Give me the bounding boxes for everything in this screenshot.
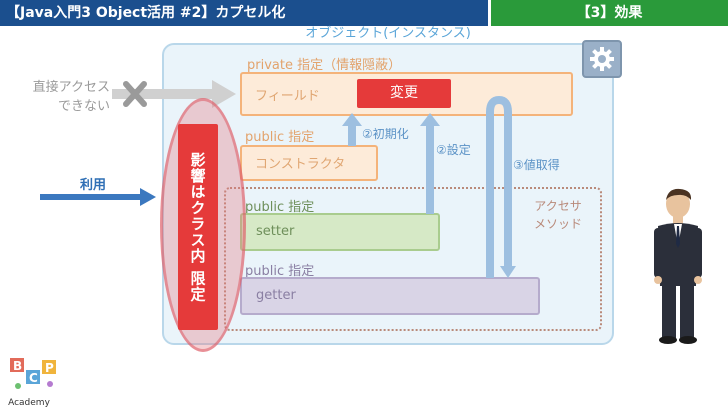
- step-get-label: ③値取得: [513, 158, 560, 172]
- step-set-label: ②設定: [436, 143, 471, 157]
- logo-letter-p: P: [45, 361, 54, 375]
- field-label: フィールド: [255, 89, 320, 104]
- presenter-figure-icon: [654, 188, 702, 344]
- logo-letter-b: B: [13, 359, 22, 373]
- getter-box: [240, 277, 540, 315]
- scope-box: 影響はクラス内 限定: [178, 124, 218, 330]
- scope-label: 影響はクラス内 限定: [188, 151, 207, 303]
- init-arrow-icon: [342, 113, 362, 146]
- public-getter-label: public 指定: [245, 264, 315, 279]
- get-arrow-icon: [486, 95, 516, 278]
- object-title: オブジェクト(インスタンス): [305, 26, 471, 41]
- step-init-label: ②初期化: [362, 127, 409, 141]
- use-label: 利用: [80, 178, 107, 193]
- no-access-label: 直接アクセス できない: [32, 80, 110, 114]
- setter-label: setter: [256, 224, 295, 239]
- accessor-label: アクセサ メソッド: [533, 199, 582, 231]
- logo-text: Academy: [8, 398, 50, 408]
- academy-logo: B C P Academy: [4, 356, 64, 408]
- getter-label: getter: [256, 288, 296, 303]
- logo-letter-c: C: [29, 371, 38, 385]
- private-label: private 指定（情報隠蔽）: [247, 58, 402, 73]
- lesson-title: 【Java入門3 Object活用 #2】カプセル化: [0, 0, 488, 26]
- change-badge: 変更: [357, 79, 451, 108]
- constructor-box: [240, 145, 378, 181]
- setter-box: [240, 213, 440, 251]
- public-ctor-label: public 指定: [245, 130, 315, 145]
- use-arrow-icon: [40, 188, 156, 206]
- public-setter-label: public 指定: [245, 200, 315, 215]
- set-arrow-icon: [420, 113, 440, 214]
- constructor-label: コンストラクタ: [255, 157, 346, 172]
- section-title: 【3】効果: [491, 0, 728, 26]
- gear-icon: [582, 40, 622, 78]
- blocked-arrow-icon: [112, 80, 236, 108]
